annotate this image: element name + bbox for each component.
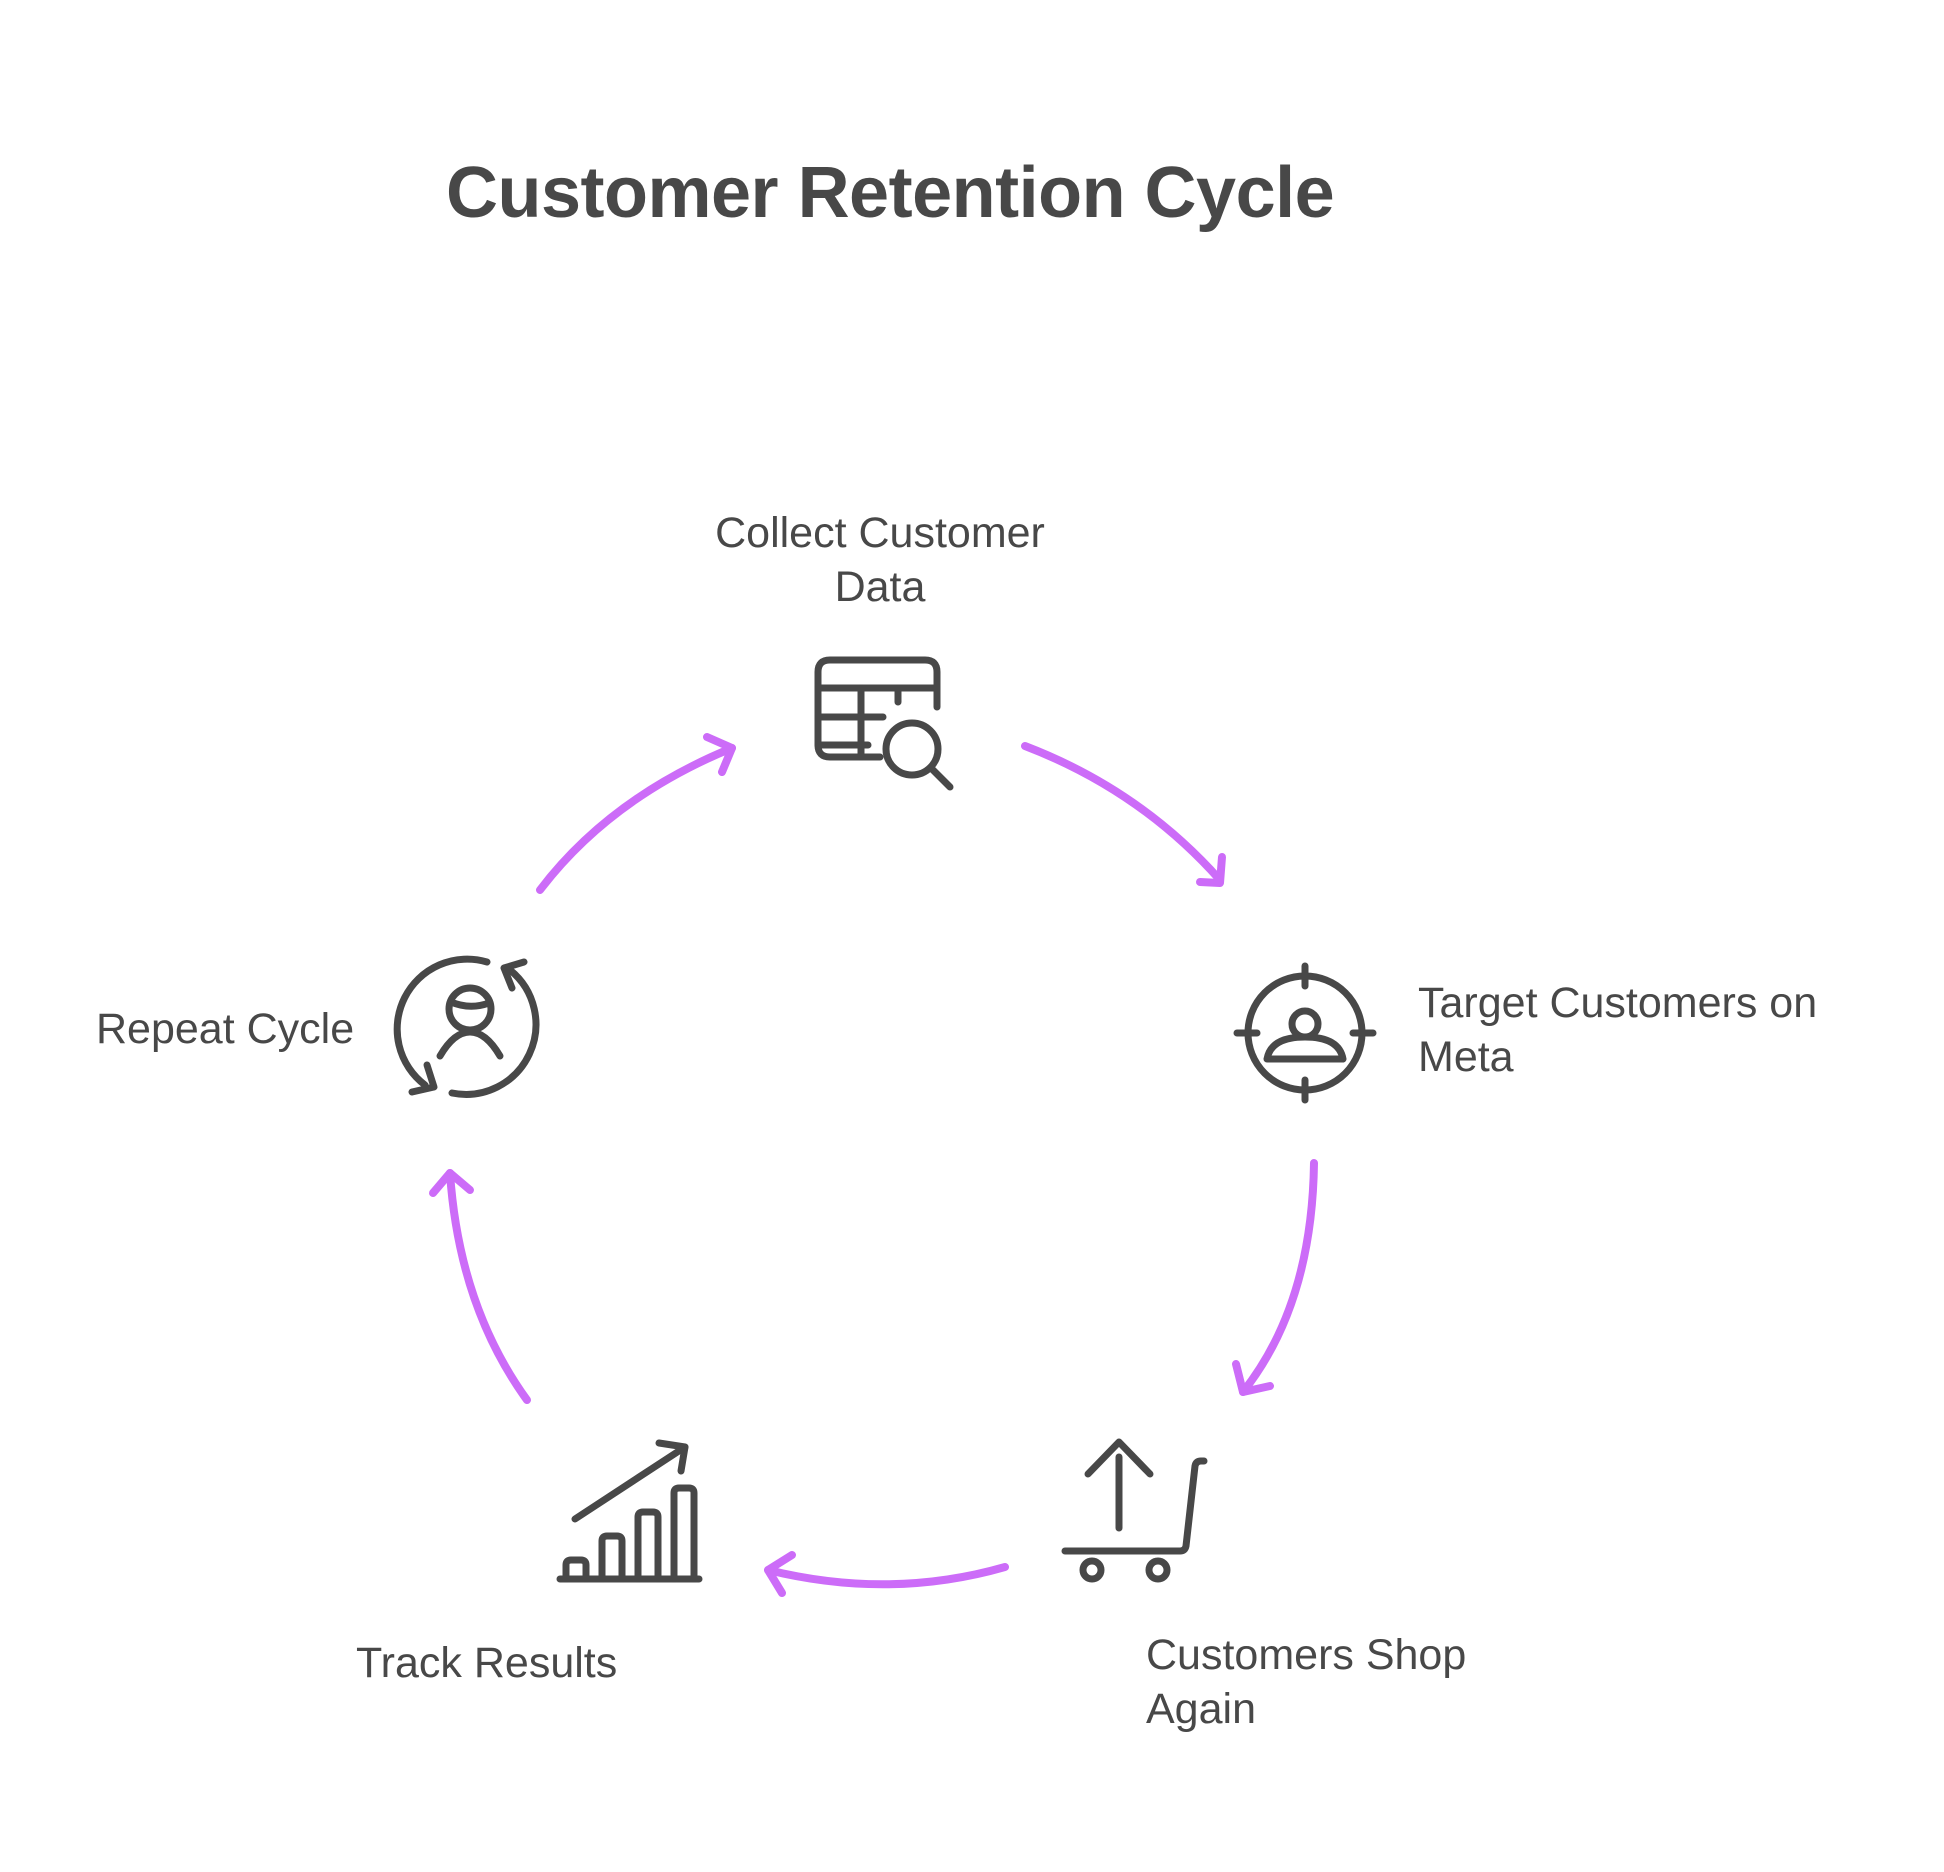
step-label-collect-customer-data: Collect Customer Data <box>700 506 1060 614</box>
arrowhead <box>1196 853 1226 887</box>
step-label-line: Meta <box>1418 1033 1514 1081</box>
arrowhead <box>703 733 736 776</box>
flow-arrow-shop-to-track <box>764 1551 1009 1597</box>
step-label-repeat-cycle: Repeat Cycle <box>96 1002 354 1056</box>
step-label-customers-shop-again: Customers Shop Again <box>1146 1628 1466 1736</box>
table-search-icon <box>814 656 954 791</box>
step-label-target-customers: Target Customers on Meta <box>1418 976 1817 1084</box>
arrow-shaft <box>446 1169 531 1404</box>
flow-arrow-repeat-to-collect <box>536 733 736 894</box>
target-user-icon <box>1233 962 1377 1104</box>
arrow-shaft <box>536 744 736 894</box>
step-label-line: Collect Customer <box>715 509 1045 557</box>
arrow-shaft <box>764 1563 1009 1589</box>
flow-arrow-target-to-shop <box>1232 1159 1318 1396</box>
step-label-line: Repeat Cycle <box>96 1005 355 1053</box>
flow-arrow-collect-to-target <box>1021 742 1226 887</box>
cart-up-arrow-icon <box>1061 1438 1208 1583</box>
step-label-line: Target Customers on <box>1418 979 1818 1027</box>
step-label-line: Track Results <box>356 1639 618 1687</box>
bar-chart-growth-icon <box>556 1439 703 1583</box>
diagram-title: Customer Retention Cycle <box>446 153 1335 233</box>
step-label-line: Data <box>834 563 926 611</box>
user-cycle-icon <box>393 955 540 1098</box>
arrowhead <box>764 1551 796 1597</box>
arrowhead <box>429 1169 474 1197</box>
step-label-line: Customers Shop <box>1146 1631 1467 1679</box>
arrow-shaft <box>1239 1159 1318 1396</box>
arrowhead <box>1232 1360 1274 1396</box>
step-label-track-results: Track Results <box>356 1636 617 1690</box>
step-label-line: Again <box>1146 1685 1256 1733</box>
arrow-shaft <box>1021 742 1224 884</box>
flow-arrow-track-to-repeat <box>429 1169 531 1404</box>
